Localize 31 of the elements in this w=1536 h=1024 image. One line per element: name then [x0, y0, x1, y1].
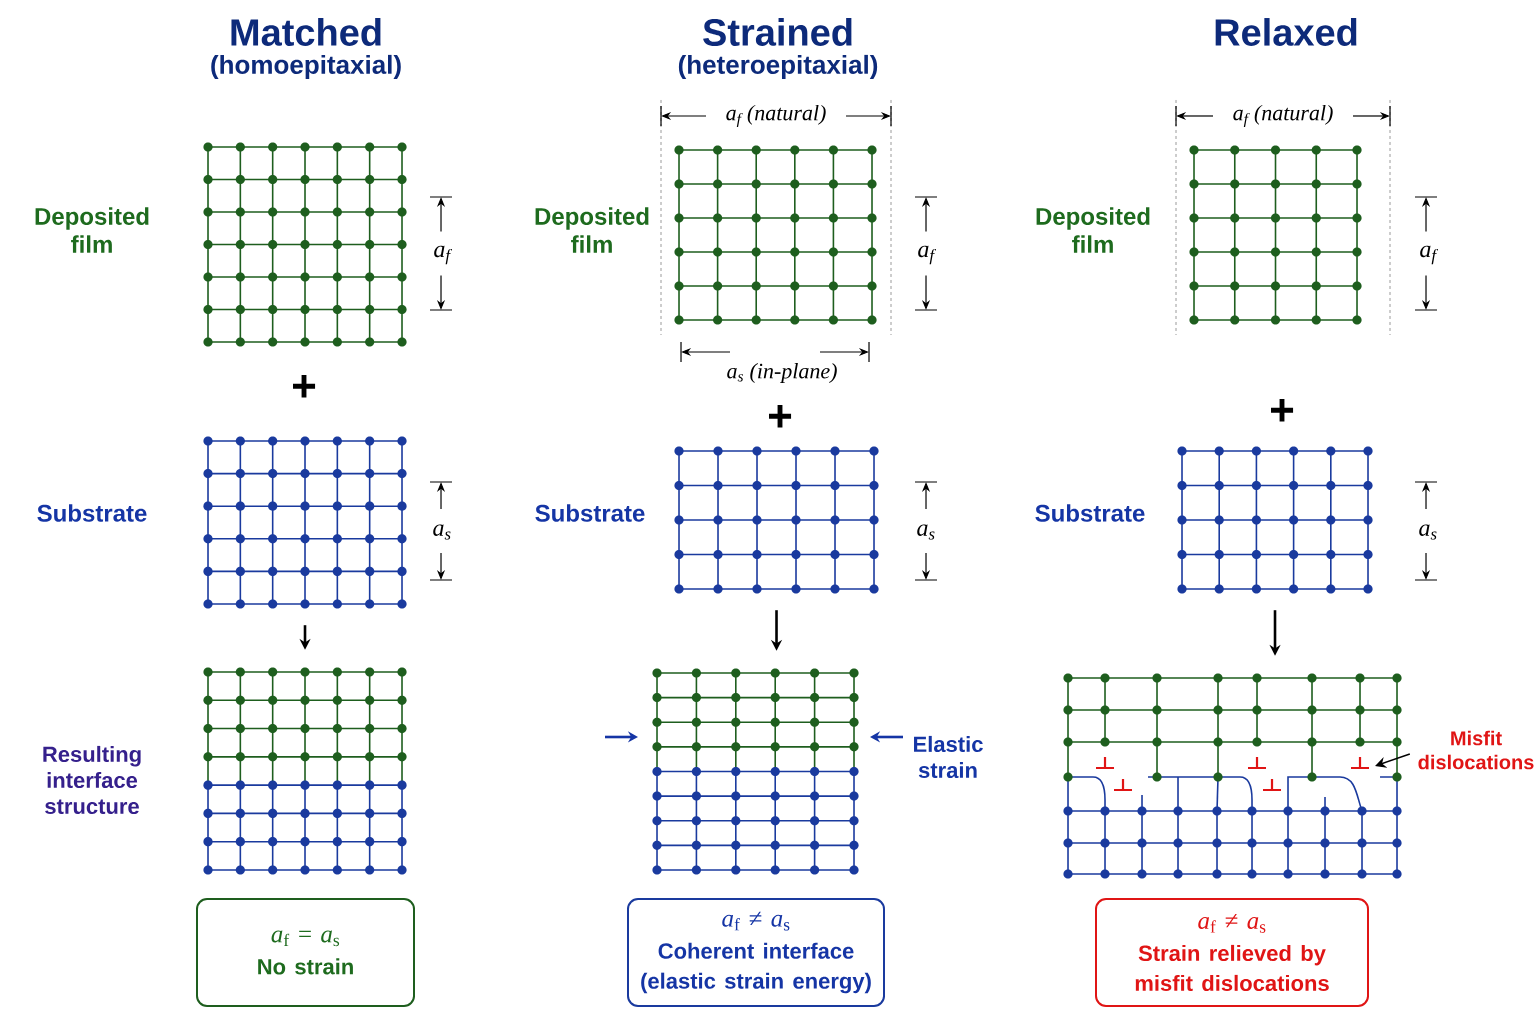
- layer-label: Deposited film: [1036, 207, 1150, 253]
- lattice-drawing: [203, 667, 407, 875]
- column-subheading: (homoepitaxial): [211, 54, 401, 80]
- layer-label: Elastic strain: [914, 735, 983, 779]
- lattice-drawing: [1189, 145, 1362, 325]
- lattice-drawing: [203, 142, 407, 347]
- dimension-label: a$_{f}$: [434, 245, 453, 265]
- layer-label: Deposited film: [535, 207, 649, 253]
- result-box: a$_{f}$ = a$_{s}$ No strain: [196, 898, 415, 1007]
- plus-sign: +: [769, 405, 792, 428]
- lattice-drawing: [652, 668, 859, 875]
- lattice-drawing: [1177, 446, 1373, 594]
- dimension-label: a$_{s}$: [1419, 524, 1437, 540]
- lattice-drawing: [674, 446, 879, 594]
- plus-sign: +: [293, 375, 316, 398]
- lattice-drawing: [674, 145, 877, 325]
- dimension-label: a$_{s}$: [433, 524, 451, 540]
- column-subheading: (heteroepitaxial): [678, 54, 878, 80]
- leader-line: [1375, 753, 1411, 768]
- result-box: a$_{f}$ ≠ a$_{s}$ Coherent interface (elastic strain energy): [627, 898, 885, 1007]
- dimension-label: a$_{s}$: [917, 524, 935, 540]
- dimension-label: a$_{s}$ (in-plane): [727, 363, 837, 383]
- callout-label: Misfit dislocations: [1418, 730, 1534, 770]
- dimension-label: a$_{f}$: [918, 245, 937, 265]
- result-box: a$_{f}$ ≠ a$_{s}$ Strain relieved by misfit dislocations: [1095, 898, 1369, 1007]
- lattice-drawing: [1063, 673, 1402, 879]
- plus-sign: +: [1271, 399, 1294, 422]
- dimension-label: a$_{f}$: [1420, 245, 1439, 265]
- layer-label: Resulting interface structure: [43, 745, 141, 815]
- layer-label: Deposited film: [35, 207, 149, 253]
- lattice-drawing: [203, 436, 407, 609]
